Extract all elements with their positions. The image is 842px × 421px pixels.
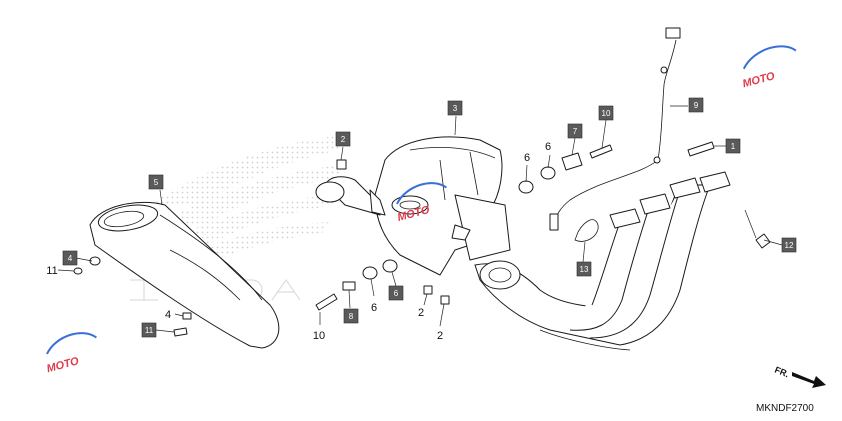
label-6-upper-right: 6 xyxy=(545,141,551,153)
label-6-upper-left: 6 xyxy=(524,152,530,164)
label-4: 4 xyxy=(165,309,171,321)
callout-8: 8 xyxy=(343,308,359,324)
svg-text:6: 6 xyxy=(394,289,399,298)
label-10: 10 xyxy=(313,330,325,342)
callout-1: 1 xyxy=(725,138,741,154)
hardware-parts xyxy=(73,141,771,337)
svg-text:1: 1 xyxy=(731,142,736,151)
arrow-icon xyxy=(792,372,826,388)
callout-2: 2 xyxy=(335,131,351,147)
svg-text:7: 7 xyxy=(573,127,578,136)
svg-text:11: 11 xyxy=(145,326,154,335)
svg-text:2: 2 xyxy=(341,135,346,144)
label-6-lower: 6 xyxy=(371,302,377,314)
svg-text:3: 3 xyxy=(453,104,458,113)
brand-wing-logo xyxy=(150,135,350,262)
callout-10: 10 xyxy=(598,105,614,121)
svg-text:10: 10 xyxy=(602,109,611,118)
label-2-left: 2 xyxy=(418,307,424,319)
front-direction-indicator: FR. xyxy=(773,365,826,388)
callout-4: 4 xyxy=(62,250,78,266)
label-2-lower: 2 xyxy=(437,330,443,342)
oxygen-sensor xyxy=(549,27,681,231)
exhaust-header-pipes xyxy=(474,171,731,351)
diagram-reference-code: MKNDF2700 xyxy=(756,403,814,414)
callout-6: 6 xyxy=(388,285,404,301)
watermark-top-right: MOTO xyxy=(741,45,797,90)
callout-9: 9 xyxy=(688,97,704,113)
watermark-bottom-left: MOTO xyxy=(45,332,97,375)
leader-lines xyxy=(57,105,783,333)
callout-11: 11 xyxy=(141,322,157,338)
svg-text:9: 9 xyxy=(694,101,699,110)
svg-text:MOTO: MOTO xyxy=(741,70,776,90)
exhaust-chamber xyxy=(315,136,511,276)
muffler xyxy=(89,201,280,349)
callout-3: 3 xyxy=(447,100,463,116)
svg-text:8: 8 xyxy=(349,312,354,321)
callout-13: 13 xyxy=(576,261,592,277)
svg-text:12: 12 xyxy=(785,241,794,250)
svg-text:5: 5 xyxy=(154,178,159,187)
direction-label: FR. xyxy=(773,365,790,380)
svg-text:4: 4 xyxy=(68,254,73,263)
svg-text:MOTO: MOTO xyxy=(45,355,80,375)
callout-7: 7 xyxy=(567,123,583,139)
callout-12: 12 xyxy=(781,237,797,253)
svg-text:13: 13 xyxy=(580,265,589,274)
callout-5: 5 xyxy=(148,174,164,190)
label-11: 11 xyxy=(46,265,57,277)
